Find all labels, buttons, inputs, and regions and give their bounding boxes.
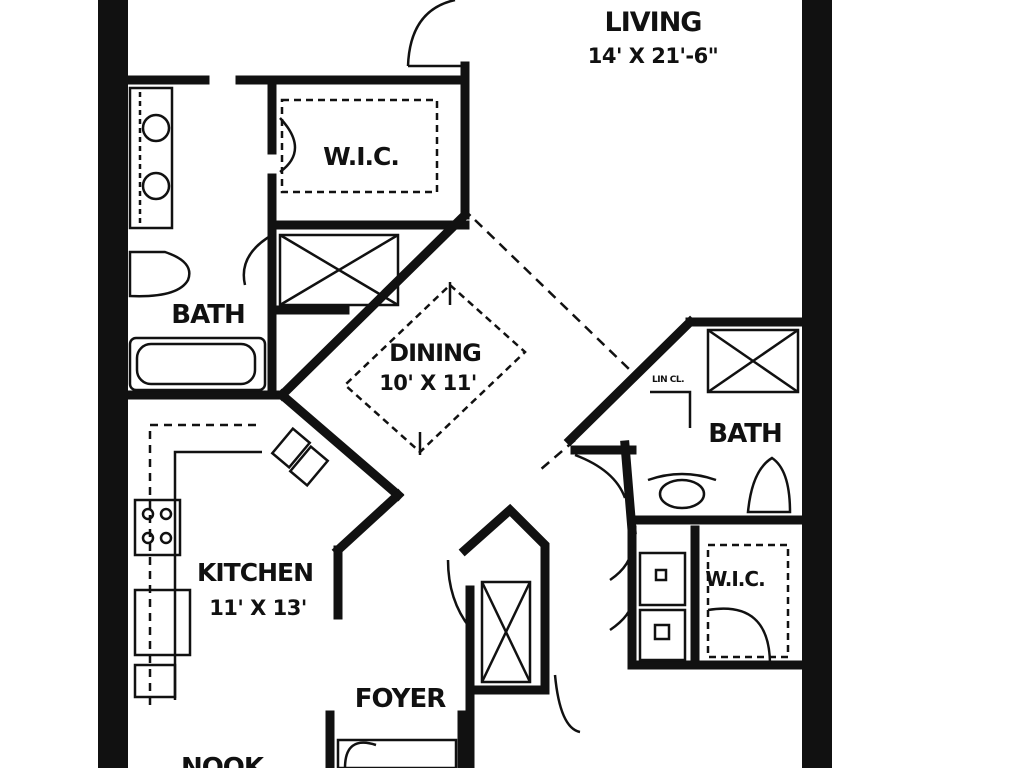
refrigerator-icon — [133, 588, 192, 657]
sink-icon — [141, 113, 171, 143]
bathtub-icon — [128, 336, 267, 392]
room-label-bath-left: BATH — [171, 300, 244, 330]
interior-walls — [123, 61, 807, 768]
sink-icon — [141, 171, 171, 201]
room-dims-kitchen: 11' X 13' — [209, 596, 307, 620]
toilet-icon — [746, 456, 792, 514]
room-label-foyer: FOYER — [355, 684, 447, 714]
toilet-icon — [128, 250, 191, 298]
washer-icon — [638, 551, 687, 607]
shower-icon — [278, 233, 400, 307]
right-exterior-wall — [802, 0, 832, 768]
room-label-wic-right: W.I.C. — [705, 567, 764, 591]
front-door[interactable] — [336, 738, 458, 768]
shower-icon — [706, 328, 800, 394]
room-label-dining: DINING — [389, 339, 481, 367]
door-swing-living — [406, 0, 456, 67]
dryer-icon — [638, 608, 687, 662]
room-label-living: LIVING — [605, 7, 702, 38]
room-label-nook: NOOK — [181, 753, 265, 768]
room-dims-living: 14' X 21'-6" — [588, 44, 718, 68]
room-labels: LIVING 14' X 21'-6" W.I.C. BATH DINING 1… — [171, 7, 782, 768]
room-label-wic-top: W.I.C. — [323, 142, 399, 171]
room-label-kitchen: KITCHEN — [197, 558, 313, 587]
vanity-top — [128, 86, 174, 230]
room-label-linen: LIN CL. — [652, 375, 684, 385]
fixtures — [128, 0, 800, 768]
room-label-bath-right: BATH — [708, 419, 781, 449]
sink-icon — [658, 478, 706, 510]
range-icon — [133, 498, 182, 557]
exterior-walls — [98, 0, 832, 768]
room-dims-dining: 10' X 11' — [379, 371, 477, 395]
kitchen-sink-icon — [270, 426, 312, 470]
left-exterior-wall — [98, 0, 128, 768]
